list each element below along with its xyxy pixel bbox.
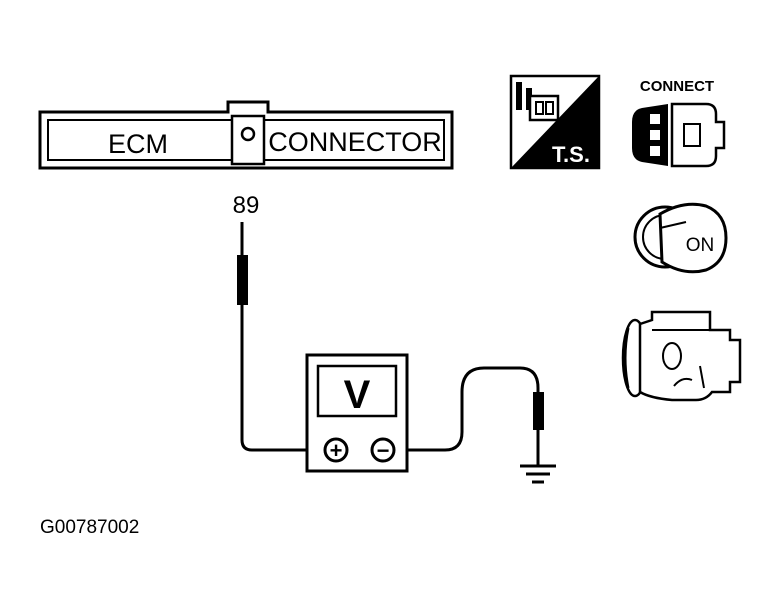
connector-connect-icon: CONNECT — [632, 78, 726, 168]
positive-terminal-symbol: + — [330, 438, 343, 463]
ts-label: T.S. — [552, 142, 590, 167]
engine-running-icon — [621, 310, 742, 402]
negative-terminal — [370, 437, 396, 463]
negative-lead-wire — [395, 366, 540, 452]
voltmeter: V + − — [305, 353, 409, 473]
figure-id: G00787002 — [40, 517, 139, 538]
negative-terminal-symbol: − — [377, 438, 390, 463]
ground-probe — [533, 392, 544, 466]
ignition-on-label: ON — [686, 235, 715, 256]
ignition-key-on-icon: ON — [633, 202, 728, 274]
ecm-connector: ECM CONNECTOR — [38, 100, 454, 170]
tool-ts-icon: T.S. — [509, 74, 601, 170]
positive-lead-wire — [240, 305, 322, 452]
connect-label: CONNECT — [640, 78, 714, 95]
pin-number: 89 — [233, 192, 260, 219]
ecm-label: ECM — [108, 129, 168, 159]
voltmeter-unit-label: V — [344, 373, 371, 417]
positive-terminal — [323, 437, 349, 463]
positive-probe — [237, 222, 248, 305]
connector-label: CONNECTOR — [268, 127, 442, 157]
ground-symbol-icon — [520, 464, 556, 484]
